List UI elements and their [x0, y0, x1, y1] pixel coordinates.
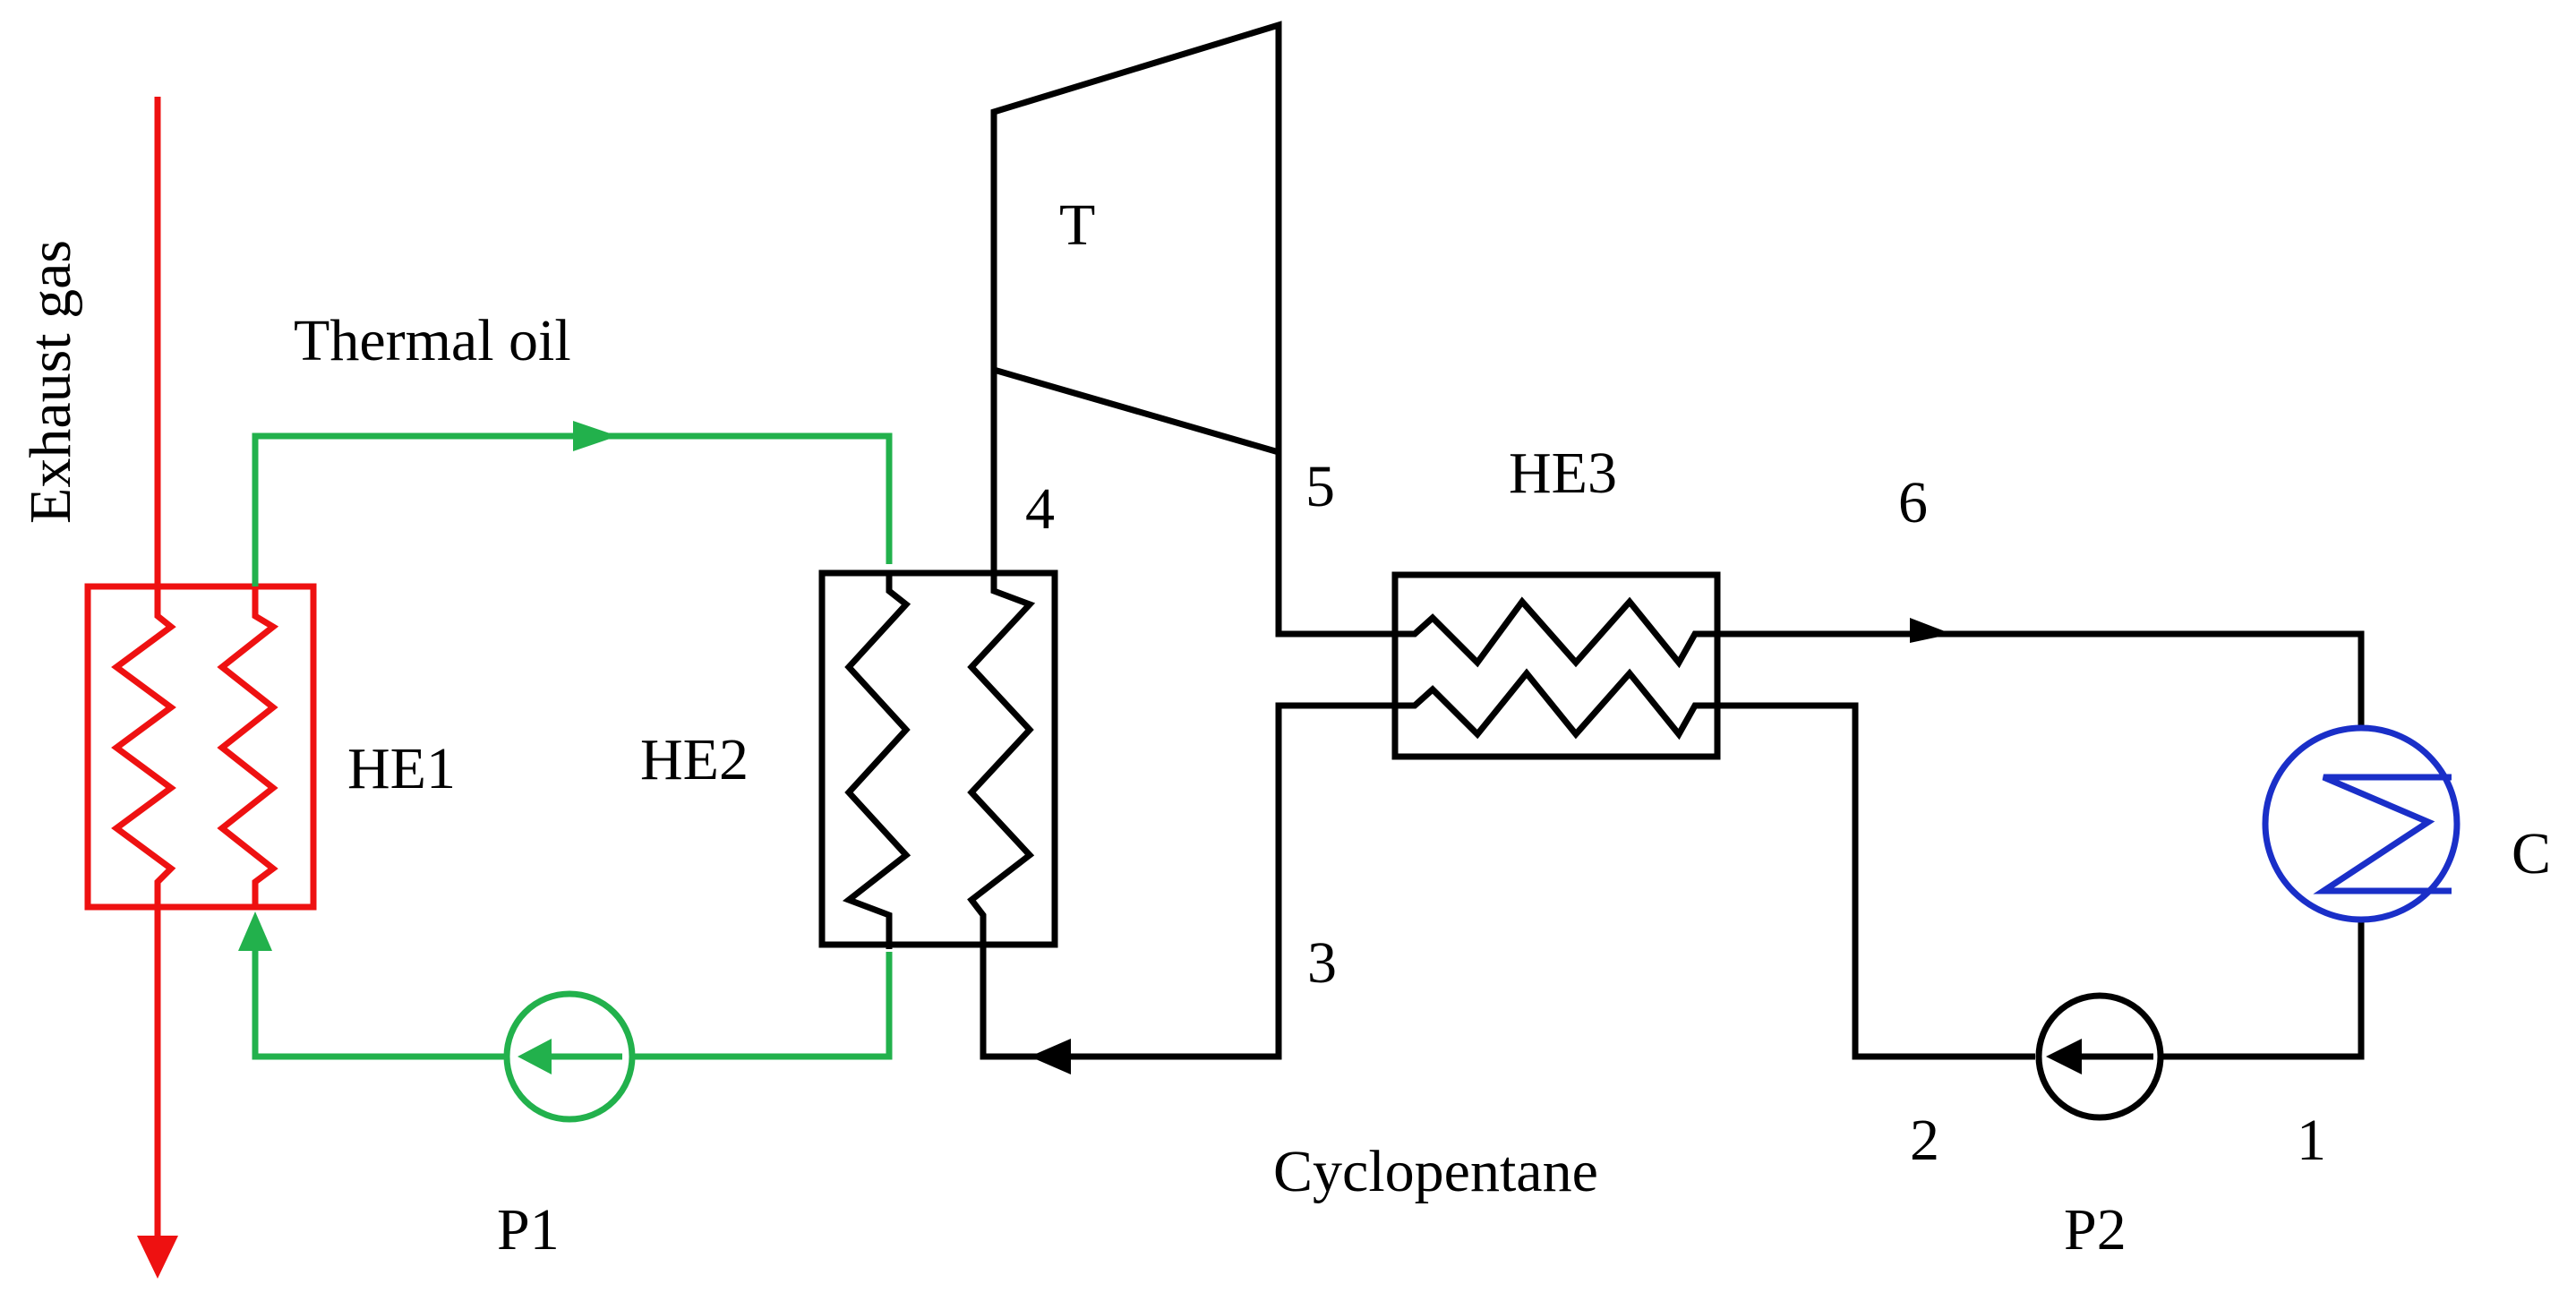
thermal-oil-flow-arrow-icon	[573, 421, 618, 451]
thermal-oil-loop	[238, 421, 893, 1060]
state-point-2: 2	[1910, 1108, 1939, 1173]
pump-p2-arrow-icon	[2046, 1039, 2082, 1074]
thermal-oil-return-arrow-icon	[238, 912, 272, 951]
cyclopentane-return-arrow-icon	[1030, 1039, 1071, 1074]
state-point-5: 5	[1305, 454, 1335, 519]
he3-label: HE3	[1509, 441, 1617, 506]
pump-p1-label: P1	[497, 1197, 560, 1262]
he2-heat-exchanger	[818, 569, 1058, 949]
pump-p1	[503, 990, 636, 1123]
condenser-label: C	[2512, 821, 2551, 886]
he1-heat-exchanger	[84, 583, 317, 911]
turbine-label: T	[1059, 193, 1095, 258]
cyclopentane-loop	[980, 618, 2365, 1074]
pump-p2-label: P2	[2064, 1197, 2127, 1262]
state-point-6: 6	[1898, 470, 1928, 535]
he1-label: HE1	[347, 736, 456, 801]
exhaust-gas-label: Exhaust gas	[18, 240, 83, 524]
exhaust-outlet-arrow-icon	[137, 1236, 178, 1279]
state-point-3: 3	[1307, 930, 1337, 996]
he2-label: HE2	[640, 727, 749, 792]
pump-p2	[2035, 992, 2164, 1121]
turbine	[990, 21, 1282, 629]
condenser	[2262, 724, 2460, 923]
pump-p1-arrow-icon	[518, 1039, 552, 1074]
he3-heat-exchanger	[1391, 571, 1721, 760]
exhaust-gas-line	[137, 97, 178, 1279]
thermal-oil-label: Thermal oil	[294, 308, 571, 373]
working-fluid-label: Cyclopentane	[1273, 1139, 1598, 1204]
state-point-4: 4	[1025, 476, 1055, 542]
state-point-1: 1	[2297, 1108, 2326, 1173]
cyclopentane-flow-arrow-icon	[1910, 618, 1952, 643]
